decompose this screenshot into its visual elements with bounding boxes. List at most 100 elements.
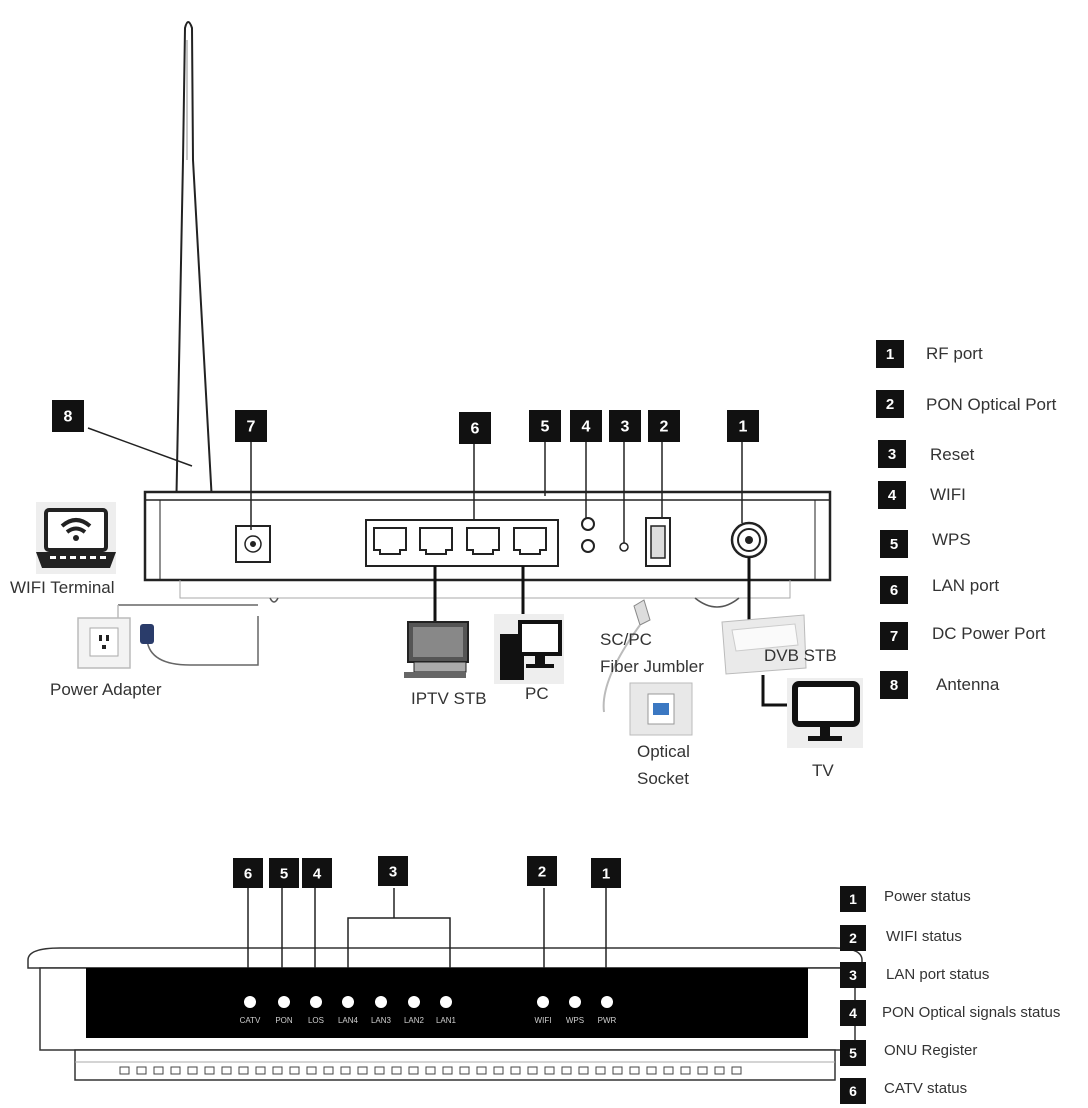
fiber-jumper-label-2: Fiber Jumbler: [600, 657, 704, 676]
callout-badge: 8: [52, 400, 84, 432]
legend-badge: 4: [840, 1000, 866, 1026]
optical-socket-label-2: Socket: [637, 769, 689, 788]
led-label: LAN2: [404, 1016, 425, 1025]
power-cable: [117, 604, 259, 666]
callout-badge: 5: [529, 410, 561, 442]
optical-socket-label-1: Optical: [637, 742, 690, 761]
legend-text: PON Optical Port: [926, 395, 1057, 414]
tv-label: TV: [812, 761, 834, 780]
front-callouts: 6 5 4 3 2 1: [233, 856, 621, 888]
legend-badge: 5: [880, 530, 908, 558]
led-dot: [408, 996, 420, 1008]
callout-number: 5: [541, 419, 550, 436]
pc-label: PC: [525, 684, 549, 703]
legend-text: Reset: [930, 445, 975, 464]
callout-number: 4: [313, 865, 322, 882]
callout-badge: 4: [570, 410, 602, 442]
legend-text: WPS: [932, 530, 971, 549]
legend-text: DC Power Port: [932, 624, 1046, 643]
power-socket-icon: [77, 617, 154, 669]
callout-line-8: [87, 427, 193, 467]
tv-icon: [787, 678, 863, 748]
callout-badge: 1: [591, 858, 621, 888]
wifi-terminal-label: WIFI Terminal: [10, 578, 115, 597]
callout-badge: 3: [378, 856, 408, 886]
callout-number: 4: [582, 419, 591, 436]
legend-badge: 1: [876, 340, 904, 368]
legend-badge: 6: [840, 1078, 866, 1104]
callout-number: 6: [244, 865, 252, 882]
legend-text: CATV status: [884, 1080, 968, 1097]
antenna: [174, 21, 215, 549]
callout-number: 5: [280, 865, 288, 882]
callout-number: 3: [621, 419, 630, 436]
callout-badge: 7: [235, 410, 267, 442]
led-dot: [244, 996, 256, 1008]
legend-text: LAN port: [932, 576, 1000, 595]
legend-text: Power status: [884, 888, 971, 905]
legend-badge: 3: [878, 440, 906, 468]
iptv-stb-icon: [404, 621, 469, 678]
led-label: LAN1: [436, 1016, 457, 1025]
led-dot: [342, 996, 354, 1008]
router-front-body: [27, 947, 863, 1081]
optical-socket-icon: [629, 682, 693, 736]
callout-badge: 5: [269, 858, 299, 888]
callout-number: 1: [739, 419, 748, 436]
led-label: LOS: [308, 1016, 324, 1025]
wifi-wps-buttons: [581, 517, 595, 553]
dvb-stb-icon: [721, 614, 807, 675]
led-dot: [537, 996, 549, 1008]
pc-icon: [494, 614, 564, 684]
laptop-icon: [36, 502, 116, 574]
legend-badge: 3: [840, 962, 866, 988]
fiber-jumper-label-1: SC/PC: [600, 630, 652, 649]
rf-port: [730, 521, 768, 559]
callout-badge: 2: [648, 410, 680, 442]
dvb-stb-label: DVB STB: [764, 646, 837, 665]
dc-power-port: [235, 525, 271, 563]
callout-number: 2: [660, 419, 669, 436]
legend-text: Antenna: [936, 675, 1000, 694]
led-dot: [375, 996, 387, 1008]
legend-badge: 8: [880, 671, 908, 699]
iptv-stb-label: IPTV STB: [411, 689, 487, 708]
callout-lines-rear: [250, 442, 743, 543]
legend-badge: 5: [840, 1040, 866, 1066]
callout-badge: 2: [527, 856, 557, 886]
legend-badge: 2: [876, 390, 904, 418]
led-dot: [278, 996, 290, 1008]
reset-hole: [619, 542, 629, 552]
led-dot: [440, 996, 452, 1008]
led-label: LAN4: [338, 1016, 359, 1025]
fiber-jumper-icon: [602, 599, 651, 713]
callout-number: 8: [64, 409, 73, 426]
led-dot: [310, 996, 322, 1008]
callout-lines-front: [247, 888, 607, 968]
callout-badge: 6: [459, 412, 491, 444]
lan-ports: [365, 519, 559, 567]
legend-text: WIFI status: [886, 928, 962, 945]
led-label: WPS: [566, 1016, 584, 1025]
led-label: LAN3: [371, 1016, 392, 1025]
front-vents: [119, 1066, 742, 1075]
legend-text: ONU Register: [884, 1042, 978, 1059]
legend-badge: 6: [880, 576, 908, 604]
callout-badge: 6: [233, 858, 263, 888]
callout-number: 7: [247, 419, 256, 436]
led-label: WIFI: [535, 1016, 552, 1025]
legend-badge: 7: [880, 622, 908, 650]
callout-number: 2: [538, 863, 546, 880]
power-adapter-label: Power Adapter: [50, 680, 162, 699]
callout-number: 1: [602, 865, 610, 882]
callout-badge: 4: [302, 858, 332, 888]
legend-text: PON Optical signals status: [882, 1004, 1061, 1021]
legend-text: WIFI: [930, 485, 966, 504]
callout-badge: 3: [609, 410, 641, 442]
callout-badge: 1: [727, 410, 759, 442]
rear-callouts: 8 7 6 5 4 3 2 1: [52, 400, 759, 444]
legend-badge: 2: [840, 925, 866, 951]
led-dot: [569, 996, 581, 1008]
legend-text: RF port: [926, 344, 983, 363]
